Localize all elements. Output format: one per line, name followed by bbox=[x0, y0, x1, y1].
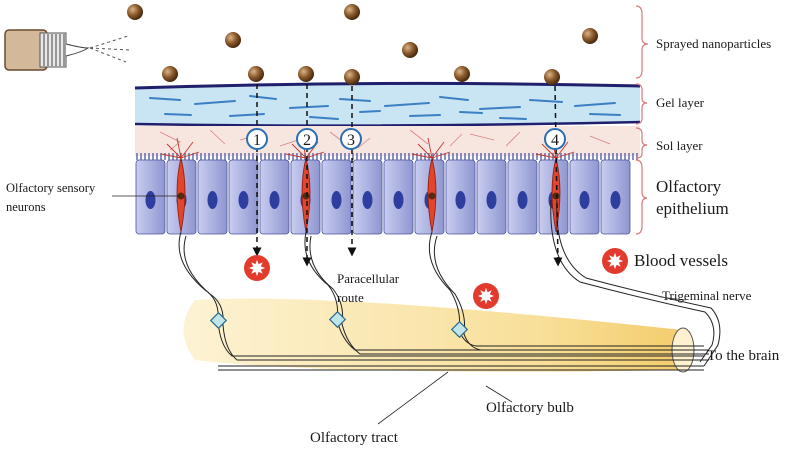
blood-vessel-icon bbox=[473, 283, 499, 309]
axon bbox=[183, 235, 709, 361]
neuron-nucleus bbox=[177, 192, 185, 200]
axon bbox=[178, 231, 704, 357]
label-osn-line1: Olfactory sensory bbox=[6, 181, 96, 195]
label-gel-layer: Gel layer bbox=[656, 95, 705, 110]
label-epithelium-line2: epithelium bbox=[656, 199, 729, 218]
label-trigeminal-nerve: Trigeminal nerve bbox=[662, 288, 752, 303]
layer-brackets bbox=[635, 5, 649, 235]
route-marker-2: 2 bbox=[296, 128, 318, 150]
route-number: 3 bbox=[347, 132, 355, 149]
dendrite-cilia bbox=[160, 137, 200, 159]
route-number: 4 bbox=[551, 132, 559, 149]
cell-nucleus bbox=[486, 191, 497, 209]
neuron-nucleus bbox=[552, 192, 560, 200]
cell-nucleus bbox=[331, 191, 342, 209]
label-olfactory-bulb: Olfactory bulb bbox=[486, 400, 574, 416]
cell-nucleus bbox=[393, 191, 404, 209]
cell-nucleus bbox=[207, 191, 218, 209]
cell-nucleus bbox=[610, 191, 621, 209]
neuron-nucleus bbox=[428, 192, 436, 200]
label-sol-layer: Sol layer bbox=[656, 138, 703, 153]
blood-vessel-icon bbox=[244, 255, 270, 281]
olfactory-bulb bbox=[183, 298, 695, 373]
cell-nucleus bbox=[269, 191, 280, 209]
label-to-the-brain: To the brain bbox=[707, 348, 780, 364]
label-paracellular-line1: Paracellular bbox=[337, 271, 400, 286]
blood-vessel-icons bbox=[244, 248, 628, 309]
label-osn-line2: neurons bbox=[6, 200, 46, 214]
leader-lines bbox=[112, 195, 706, 425]
axon bbox=[309, 235, 709, 355]
route-number: 2 bbox=[303, 132, 311, 149]
blood-vessel-icon bbox=[602, 248, 628, 274]
cell-nucleus bbox=[238, 191, 249, 209]
axon bbox=[433, 235, 709, 351]
route-number: 1 bbox=[253, 132, 261, 149]
cell-nucleus bbox=[145, 191, 156, 209]
cell-nucleus bbox=[455, 191, 466, 209]
neuron-nucleus bbox=[302, 192, 310, 200]
cell-nucleus bbox=[517, 191, 528, 209]
sprayed-nanoparticles bbox=[127, 4, 598, 85]
route-arrows bbox=[252, 84, 563, 267]
axon bbox=[428, 231, 704, 347]
route-markers: 1 2 3 4 bbox=[246, 128, 566, 150]
nasal-spray-icon bbox=[4, 29, 131, 71]
label-paracellular-line2: route bbox=[337, 290, 364, 305]
route-marker-3: 3 bbox=[340, 128, 362, 150]
dendrite-cilia bbox=[411, 137, 451, 159]
label-blood-vessels: Blood vessels bbox=[634, 251, 728, 270]
axon-paths bbox=[178, 231, 709, 371]
gel-layer bbox=[134, 81, 641, 127]
labels: Sprayed nanoparticles Gel layer Sol laye… bbox=[6, 36, 780, 446]
label-sprayed-nanoparticles: Sprayed nanoparticles bbox=[656, 36, 771, 51]
cell-nucleus bbox=[579, 191, 590, 209]
cell-nucleus bbox=[362, 191, 373, 209]
label-epithelium-line1: Olfactory bbox=[656, 177, 722, 196]
route-marker-4: 4 bbox=[544, 128, 566, 150]
label-olfactory-tract: Olfactory tract bbox=[310, 430, 399, 446]
glomeruli bbox=[209, 310, 469, 339]
route-marker-1: 1 bbox=[246, 128, 268, 150]
